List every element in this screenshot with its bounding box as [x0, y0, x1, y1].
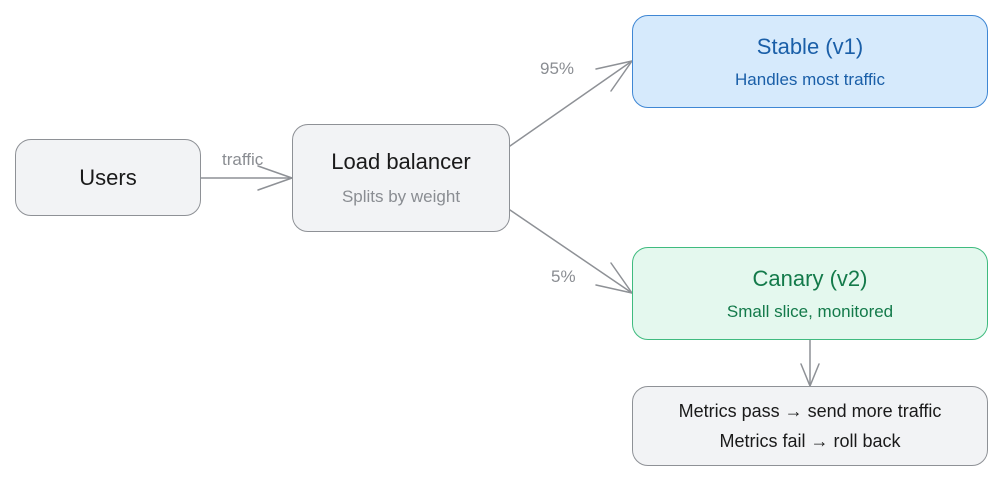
- stable-node: Stable (v1) Handles most traffic: [632, 15, 988, 108]
- canary-node: Canary (v2) Small slice, monitored: [632, 247, 988, 340]
- load-balancer-title: Load balancer: [331, 149, 471, 174]
- metrics-pass-line: Metrics pass → send more traffic: [678, 401, 942, 421]
- metrics-fail-line: Metrics fail → roll back: [719, 431, 901, 451]
- metrics-decision-node: Metrics pass → send more traffic Metrics…: [632, 386, 988, 466]
- edge-label-traffic: traffic: [222, 150, 264, 169]
- stable-node-title: Stable (v1): [756, 33, 864, 59]
- arrow-lb-to-stable: [509, 60, 633, 147]
- edge-label-stable-weight: 95%: [540, 59, 575, 78]
- users-node: Users: [15, 139, 201, 216]
- edge-label-canary-weight: 5%: [551, 267, 576, 286]
- canary-node-title: Canary (v2): [752, 265, 868, 291]
- users-node-title: Users: [79, 164, 137, 190]
- canary-node-subtitle: Small slice, monitored: [726, 301, 894, 321]
- arrow-lb-to-canary: [509, 209, 633, 294]
- stable-node-subtitle: Handles most traffic: [735, 69, 885, 89]
- load-balancer-node: Load balancer Splits by weight: [292, 124, 510, 232]
- load-balancer-subtitle: Splits by weight: [341, 187, 461, 206]
